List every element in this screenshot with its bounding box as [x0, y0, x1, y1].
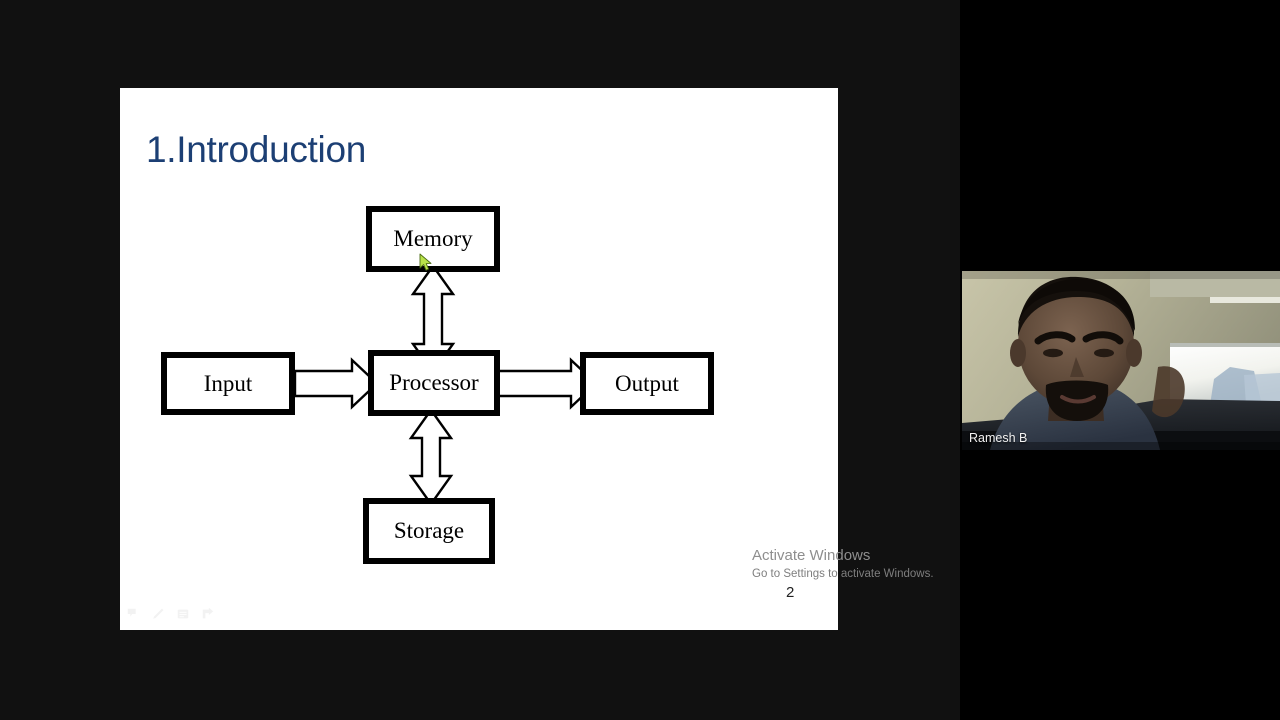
participant-video-tile[interactable]: Ramesh B: [962, 271, 1280, 450]
webcam-video-frame: [962, 271, 1280, 450]
menu-icon[interactable]: [176, 607, 190, 621]
arrow-processor-to-output: [492, 357, 598, 410]
pen-icon[interactable]: [151, 607, 165, 621]
diagram-box-input: Input: [161, 352, 295, 415]
page-title: 1.Introduction: [146, 129, 367, 170]
diagram-box-processor-label: Processor: [389, 370, 479, 395]
participant-name-label: Ramesh B: [969, 431, 1028, 445]
presenter-toolbar[interactable]: [126, 607, 215, 621]
diagram-box-input-label: Input: [203, 370, 253, 396]
diagram-box-storage-label: Storage: [393, 518, 465, 543]
next-arrow-icon[interactable]: [201, 607, 215, 621]
slide-canvas[interactable]: 1.Introduction: [120, 88, 838, 630]
diagram-box-output-label: Output: [615, 370, 679, 396]
diagram-box-output: Output: [580, 352, 714, 415]
block-diagram: Memory Input Processor Output Storage: [120, 88, 838, 630]
pointer-icon[interactable]: [126, 607, 140, 621]
diagram-box-memory: Memory: [366, 206, 500, 272]
diagram-box-memory-label: Memory: [393, 226, 473, 251]
slide-page-number: 2: [786, 584, 795, 601]
diagram-box-processor: Processor: [368, 350, 500, 416]
arrow-input-to-processor: [293, 357, 379, 410]
arrow-processor-storage: [408, 407, 454, 507]
diagram-box-storage: Storage: [363, 498, 495, 564]
